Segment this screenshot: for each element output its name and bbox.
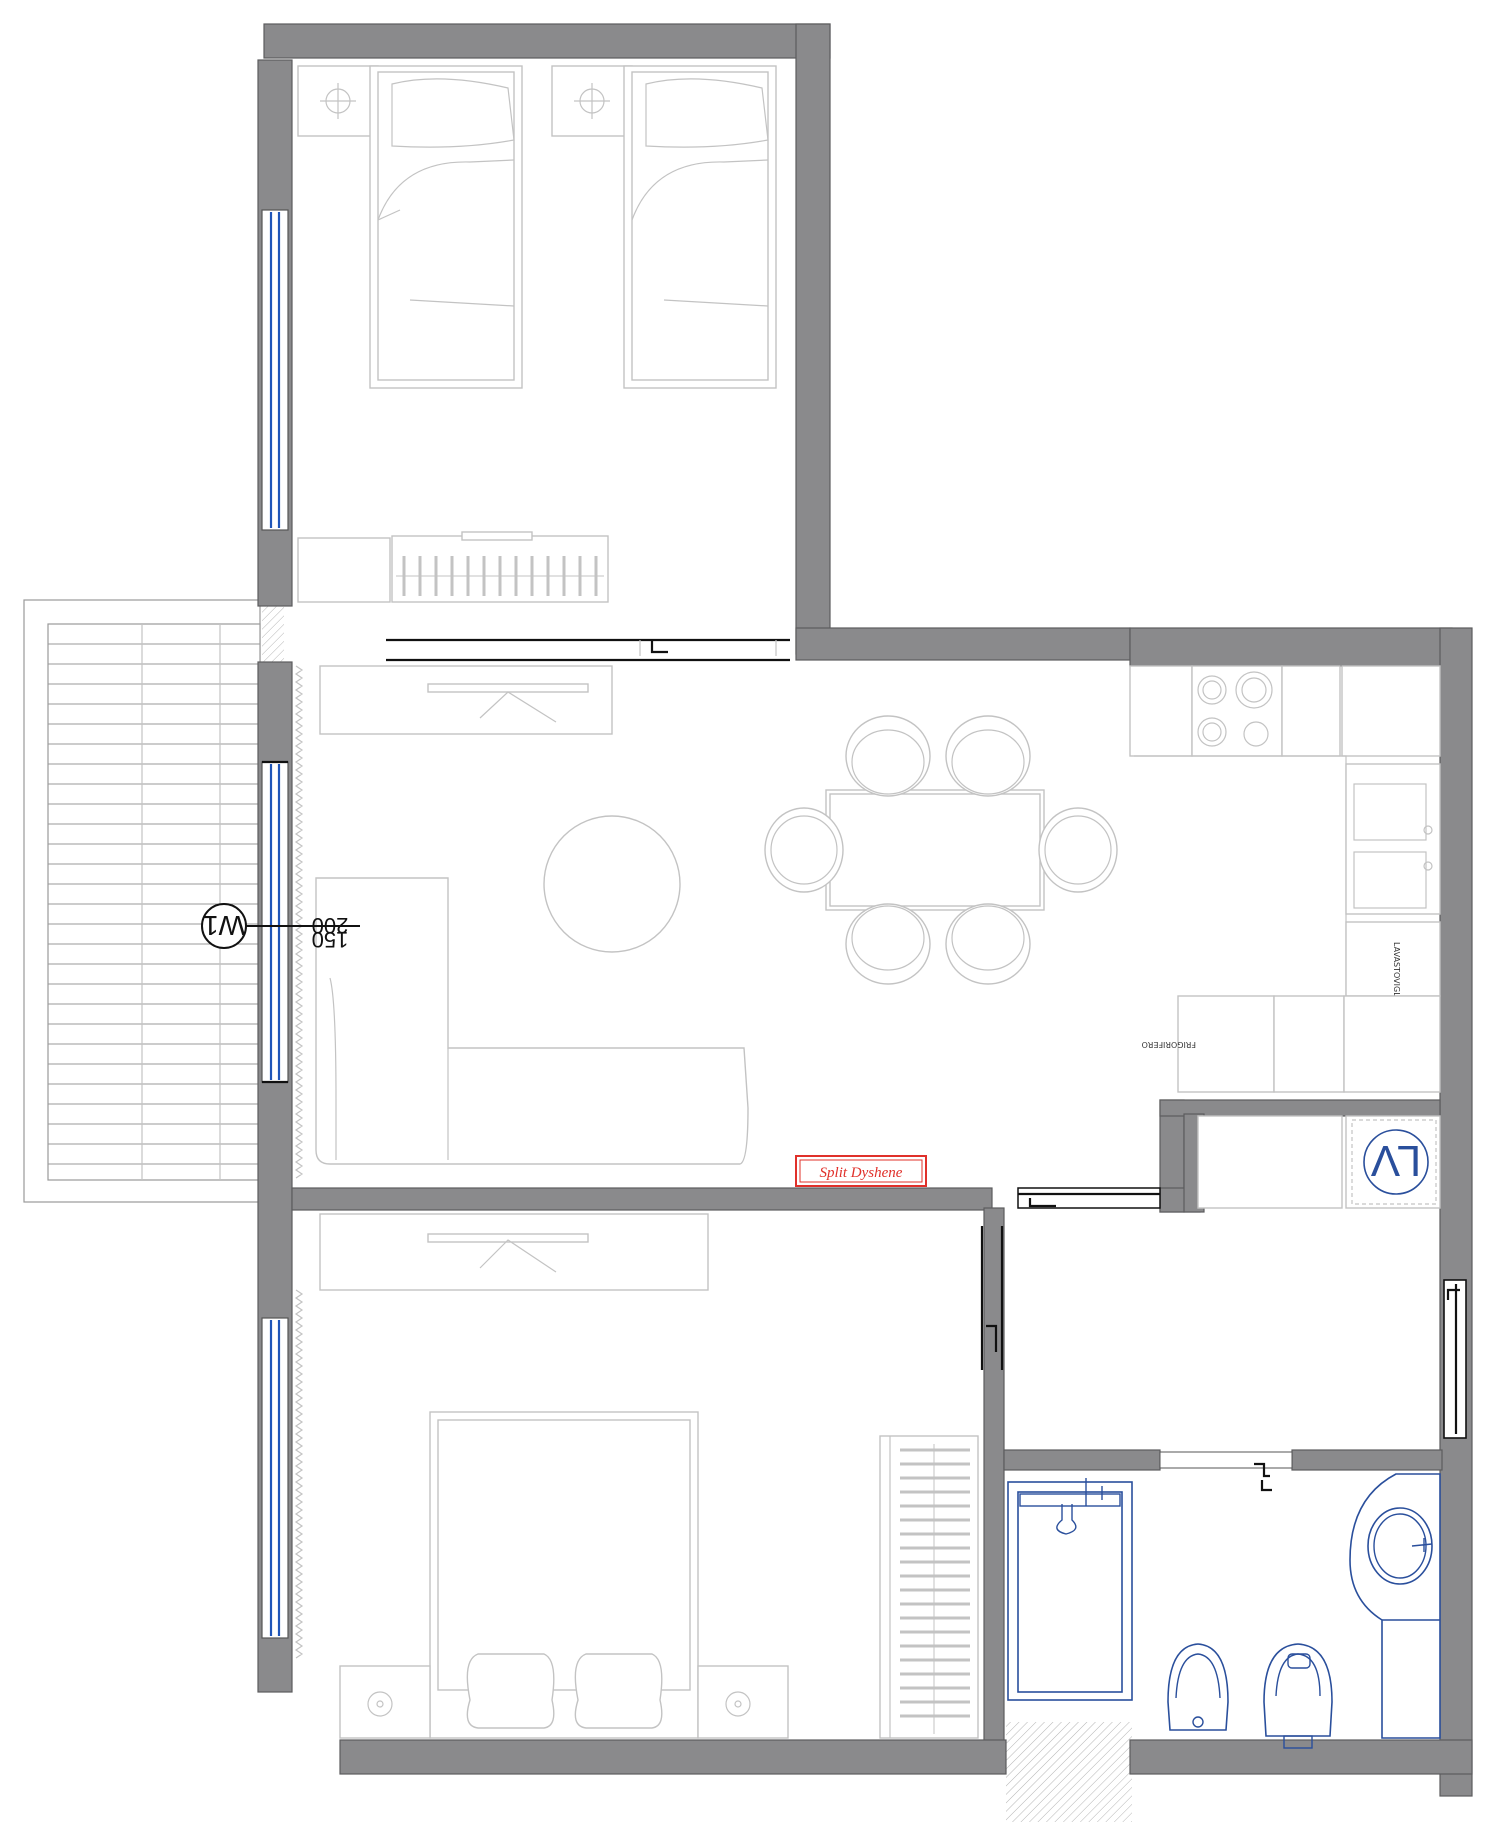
balcony <box>23 599 261 1203</box>
chair <box>945 715 1031 797</box>
window-marker: W1 200 150 <box>201 903 360 952</box>
curtain-living <box>294 665 304 1179</box>
bathroom-threshold <box>1006 1722 1132 1822</box>
chair <box>845 715 931 797</box>
kitchen: LAVASTOVIGLIE FRIGORIFERO <box>1129 665 1441 1093</box>
window-living <box>261 760 289 1084</box>
door-hall <box>1017 1187 1161 1209</box>
twin-bedroom-furniture <box>297 65 790 662</box>
window-width: 200 <box>312 913 349 938</box>
double-bedroom-furniture <box>319 1213 1004 1739</box>
fridge-label: FRIGORIFERO <box>1142 1040 1196 1049</box>
window-marker-code: W1 <box>203 910 245 941</box>
boiler-label: LV <box>1370 1136 1421 1185</box>
split-ac-label: Split Dyshene <box>820 1165 903 1181</box>
balcony-decking <box>48 643 260 1165</box>
curtain-bedroom <box>294 1289 304 1659</box>
hallway-storage: LV <box>1197 1115 1441 1209</box>
split-ac-unit: Split Dyshene <box>795 1155 927 1187</box>
chair <box>1038 807 1118 893</box>
wardrobe-hangers <box>396 556 604 596</box>
wardrobe-hangers-bottom <box>900 1444 970 1734</box>
window-bottom-bedroom <box>261 1317 289 1639</box>
dining-chairs <box>764 715 1118 985</box>
chair <box>845 903 931 985</box>
chair <box>945 903 1031 985</box>
bathroom <box>1007 1279 1467 1749</box>
window-height: 150 <box>312 927 349 952</box>
living-furniture <box>315 665 1118 1165</box>
chair <box>764 807 844 893</box>
window-top-bedroom <box>261 209 289 531</box>
balcony-threshold <box>262 606 284 662</box>
dishwasher-label: LAVASTOVIGLIE <box>1392 942 1401 1004</box>
